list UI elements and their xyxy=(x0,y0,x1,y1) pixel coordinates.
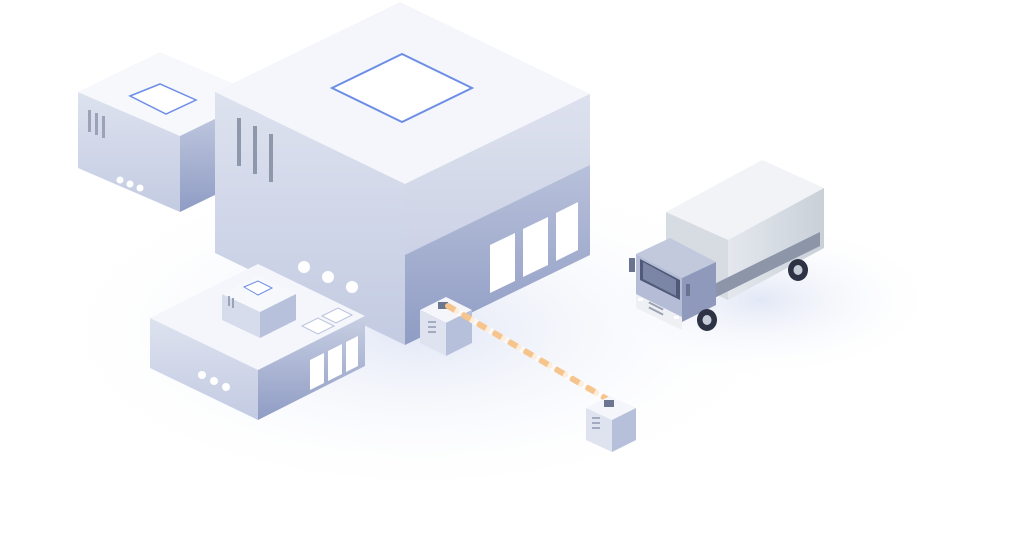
window xyxy=(556,202,578,261)
barrier-arm xyxy=(445,303,615,405)
window xyxy=(523,217,548,277)
window xyxy=(490,233,515,293)
barrier-gate xyxy=(420,297,636,452)
roof-skylight xyxy=(128,83,198,115)
roof-skylight-large xyxy=(329,52,475,124)
main-warehouse xyxy=(215,2,590,345)
delivery-truck xyxy=(629,160,824,331)
front-low-building xyxy=(150,264,365,420)
